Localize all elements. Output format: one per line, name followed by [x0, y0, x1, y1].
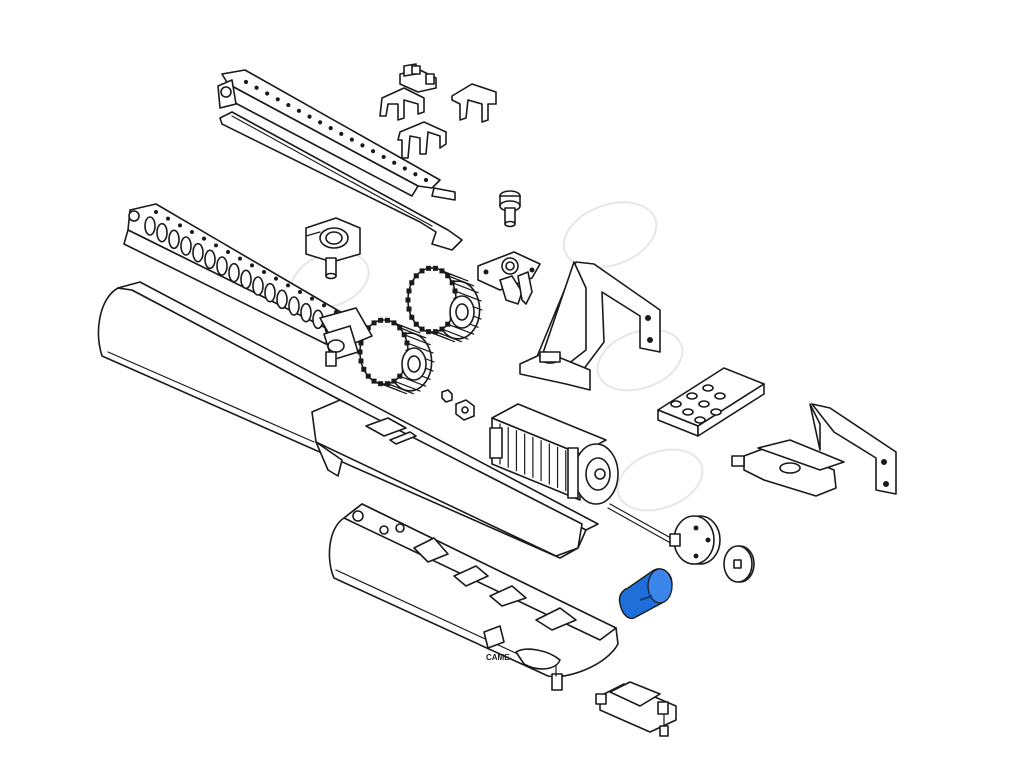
- front-mounting-bracket[interactable]: [731, 403, 897, 497]
- mounting-plate[interactable]: [657, 367, 765, 437]
- connector-clip[interactable]: [399, 63, 437, 93]
- clamp-bracket[interactable]: [305, 217, 361, 280]
- capacitor[interactable]: [618, 568, 673, 620]
- lower-rack[interactable]: [123, 203, 345, 345]
- upper-rack[interactable]: [217, 69, 463, 251]
- release-lever[interactable]: [551, 665, 677, 737]
- cover-housing[interactable]: [97, 281, 599, 559]
- limit-switch[interactable]: [477, 251, 541, 305]
- housing-logo: CAME: [486, 653, 510, 662]
- base-housing[interactable]: CAME: [328, 503, 619, 678]
- washer[interactable]: [723, 545, 755, 583]
- capacitor-end: [647, 568, 673, 604]
- rear-mounting-bracket[interactable]: [519, 261, 661, 391]
- gear-pinions[interactable]: [319, 265, 483, 395]
- nuts[interactable]: [441, 389, 475, 421]
- cable-guide-brackets[interactable]: [379, 83, 497, 159]
- encoder-disc[interactable]: [607, 503, 721, 565]
- bolt[interactable]: [499, 190, 521, 228]
- motor[interactable]: [489, 403, 619, 505]
